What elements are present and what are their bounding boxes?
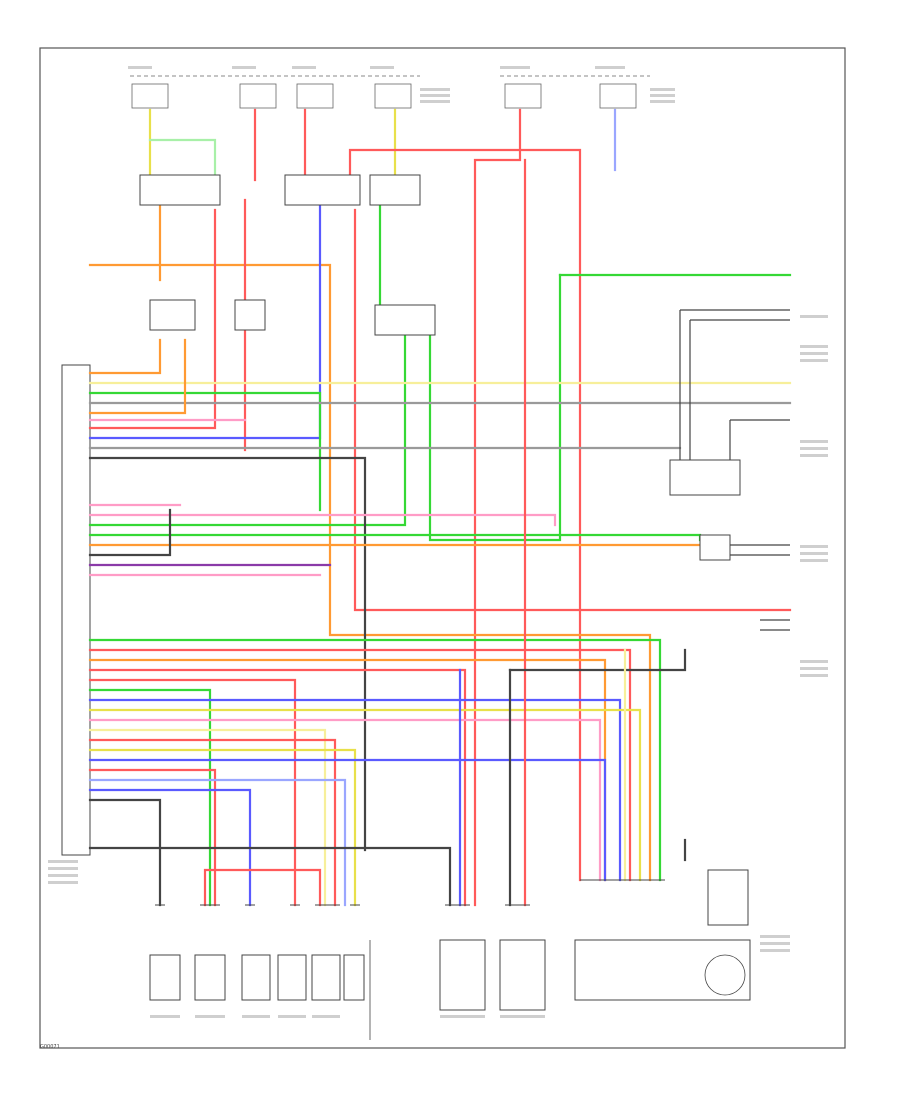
illegible-labels (48, 66, 828, 1018)
fuse-bus (130, 75, 650, 109)
powertrain-control-module (61, 364, 91, 856)
bottom-connectors (155, 879, 665, 906)
diagram-frame (39, 47, 846, 1049)
wire-harness (88, 108, 792, 907)
figure-code: G00071 (40, 1044, 60, 1050)
upper-components (139, 174, 741, 561)
bottom-components (149, 869, 751, 1040)
